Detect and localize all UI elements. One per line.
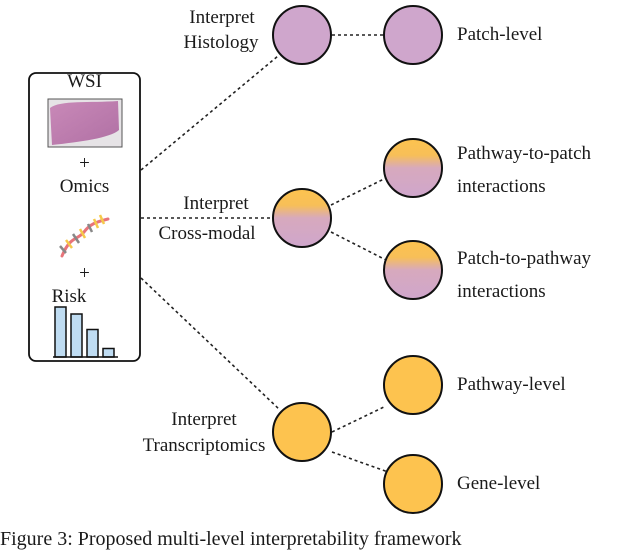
histology-label-line2: Histology [183,32,259,53]
connectors [140,34,389,473]
pathway-to-patch-label-line2: interactions [457,176,546,197]
transcriptomics-label-line1: Interpret [171,409,237,430]
risk-bar [86,328,99,358]
crossmodal-label-line2: Cross-modal [158,223,256,244]
gene-level-node [383,454,443,514]
gene-level-label: Gene-level [457,473,541,494]
histology-node [272,5,332,65]
patch-to-pathway-label-line2: interactions [457,281,546,302]
patch-level-label: Patch-level [457,24,543,45]
plus-sign: + [79,153,90,174]
crossmodal-node [272,188,332,248]
risk-label: Risk [51,286,87,307]
connector-input-histology [140,55,279,171]
risk-bar [102,347,115,358]
patch-to-pathway-label-line1: Patch-to-pathway [457,248,592,269]
pathway-level-node [383,355,443,415]
connector-transcriptomics-pathway [331,405,387,433]
patch-to-pathway-node [383,240,443,300]
risk-bar [70,313,83,358]
transcriptomics-node [272,402,332,462]
pathway-level-label: Pathway-level [457,374,566,395]
patch-level-node [383,5,443,65]
transcriptomics-label-line2: Transcriptomics [142,435,266,456]
dna-icon [59,214,110,258]
figure-caption: Figure 3: Proposed multi-level interpret… [0,528,462,550]
wsi-tissue [50,101,119,145]
connector-transcriptomics-gene [331,451,389,473]
pathway-to-patch-node [383,138,443,198]
omics-label: Omics [59,176,110,197]
risk-bar [54,306,67,358]
pathway-to-patch-label-line1: Pathway-to-patch [457,143,592,164]
connector-crossmodal-pathway-to-patch [330,177,387,206]
connector-crossmodal-patch-to-pathway [330,231,387,261]
histology-label-line1: Interpret [189,7,255,28]
wsi-label: WSI [67,71,102,92]
crossmodal-label-line1: Interpret [183,193,249,214]
plus-sign: + [79,263,90,284]
connector-input-transcriptomics [140,277,281,411]
